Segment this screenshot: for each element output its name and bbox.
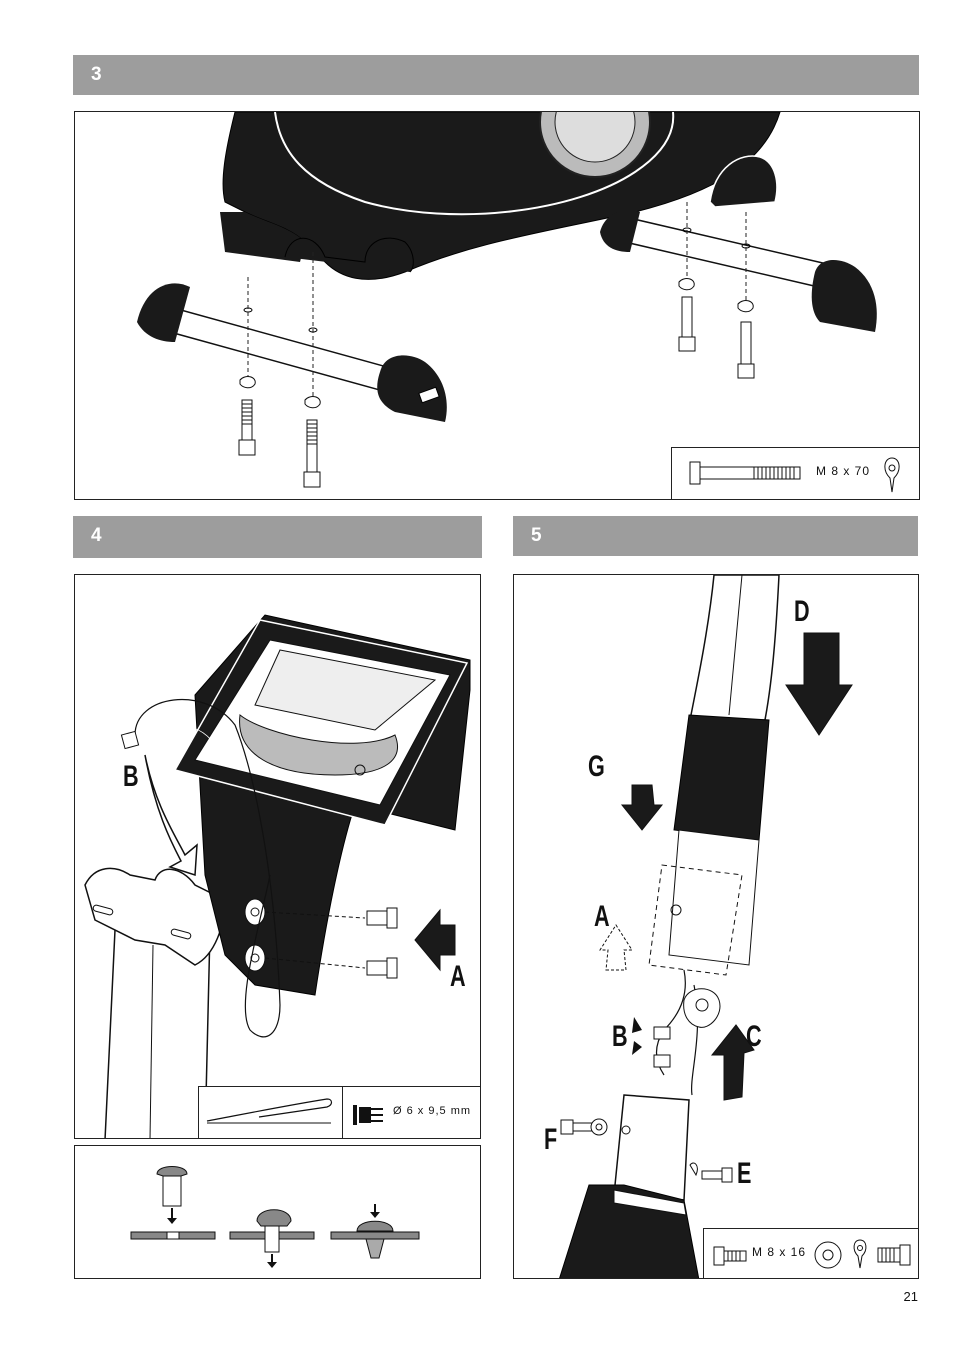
step-4-rivet-detail — [74, 1145, 481, 1279]
step-3-number: 3 — [91, 64, 102, 85]
step-3-header: 3 — [73, 55, 919, 95]
step-4-illustration: B A Ø 6 x 9,5 mm — [74, 574, 481, 1139]
rivet-icon — [349, 1095, 389, 1135]
step-4-header: 4 — [73, 516, 482, 558]
callout-5-e: E — [737, 1157, 751, 1191]
step-5-parts-legend: M 8 x 16 — [703, 1228, 919, 1279]
callout-4-a: A — [450, 960, 466, 994]
lock-washer-icon — [880, 456, 904, 496]
handlebar-post-drawing — [514, 575, 919, 1279]
bolt-m8x16-label: M 8 x 16 — [752, 1245, 806, 1259]
step-3-parts-legend: M 8 x 70 — [671, 447, 920, 500]
step-5-header: 5 — [513, 516, 918, 556]
rivet-detail-drawing — [75, 1146, 481, 1279]
callout-5-a: A — [594, 900, 610, 934]
threaded-insert-icon — [876, 1243, 912, 1267]
console-mounting-drawing — [75, 575, 481, 1139]
bolt-m8x70-label: M 8 x 70 — [816, 464, 870, 478]
rivet-size-label: Ø 6 x 9,5 mm — [393, 1105, 471, 1117]
callout-5-g: G — [588, 750, 605, 784]
callout-5-d: D — [794, 595, 810, 629]
bolt-m8x16-icon — [712, 1241, 748, 1271]
bike-base-drawing — [75, 112, 920, 500]
callout-5-f: F — [544, 1123, 557, 1157]
callout-5-b: B — [612, 1020, 628, 1054]
callout-5-c: C — [746, 1020, 762, 1054]
step-3-illustration: M 8 x 70 — [74, 111, 920, 500]
step-4-tool-legend — [198, 1086, 343, 1139]
hook-tool-icon — [199, 1087, 344, 1139]
step-4-parts-legend: Ø 6 x 9,5 mm — [342, 1086, 481, 1139]
step-5-number: 5 — [531, 525, 542, 546]
flat-washer-icon — [812, 1239, 844, 1271]
step-5-illustration: D G A B C F E M 8 x 16 — [513, 574, 919, 1279]
bolt-m8x70-icon — [686, 448, 806, 500]
lock-washer-icon — [850, 1238, 870, 1272]
page-number: 21 — [904, 1289, 918, 1304]
callout-4-b: B — [123, 760, 139, 794]
step-4-number: 4 — [91, 525, 102, 546]
